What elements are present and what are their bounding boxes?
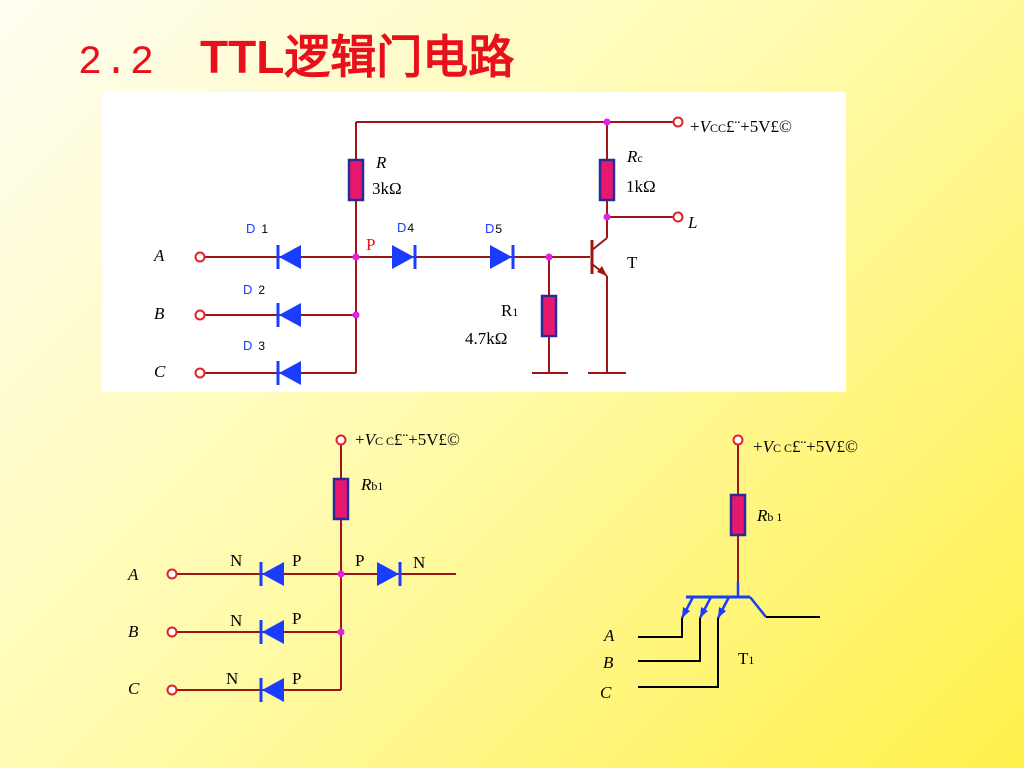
resistor-r xyxy=(347,158,365,202)
transistor-label: T xyxy=(627,253,638,272)
input-a-label: A xyxy=(127,565,139,584)
resistor-rb1 xyxy=(332,477,350,521)
input-a-label: A xyxy=(153,246,165,265)
diode-input-b xyxy=(259,618,286,646)
input-a-label: A xyxy=(603,626,615,645)
resistor-rc-label: Rc xyxy=(626,147,643,166)
emitter-arrow-icon xyxy=(597,266,607,276)
diode-input-a xyxy=(259,560,286,588)
vcc-label: +VC C£¨+5V£© xyxy=(355,430,460,449)
transistor-t1-label: T1 xyxy=(738,649,754,668)
vcc-label: +VCC£¨+5V£© xyxy=(690,117,792,136)
diode-d4 xyxy=(390,243,417,271)
junction-dot xyxy=(545,253,553,261)
input-terminal-a xyxy=(194,251,206,263)
resistor-r1-label: R1 xyxy=(501,301,518,320)
n-label: N xyxy=(413,553,425,572)
resistor-r-label: R xyxy=(375,153,387,172)
diode-d2 xyxy=(276,301,303,329)
input-b-label: B xyxy=(128,622,139,641)
input-b-label: B xyxy=(154,304,165,323)
input-terminal-b xyxy=(194,309,206,321)
resistor-r-value: 3kΩ xyxy=(372,179,402,198)
input-c-label: C xyxy=(600,683,612,702)
input-terminal-b xyxy=(166,626,178,638)
junction-dot xyxy=(352,311,360,319)
n-label: N xyxy=(230,611,242,630)
input-b-label: B xyxy=(603,653,614,672)
resistor-rb1-label: Rb 1 xyxy=(756,506,782,525)
n-label: N xyxy=(226,669,238,688)
diode-d3 xyxy=(276,359,303,387)
input-c-label: C xyxy=(128,679,140,698)
resistor-rc-value: 1kΩ xyxy=(626,177,656,196)
circuit-panel xyxy=(102,92,846,392)
resistor-rb1-label: Rb1 xyxy=(360,475,383,494)
resistor-r1 xyxy=(540,294,558,338)
vcc-terminal xyxy=(335,434,347,446)
diode-d1 xyxy=(276,243,303,271)
junction-dot xyxy=(337,570,345,578)
output-terminal xyxy=(672,211,684,223)
p-label: P xyxy=(292,609,301,628)
junction-dot xyxy=(603,118,611,126)
n-label: N xyxy=(230,551,242,570)
diode-output xyxy=(375,560,402,588)
resistor-r1-value: 4.7kΩ xyxy=(465,329,507,348)
diode-d4-label: D4 xyxy=(397,220,414,235)
resistor-rb1 xyxy=(729,493,747,537)
input-c-label: C xyxy=(154,362,166,381)
junction-dot xyxy=(603,213,611,221)
p-label: P xyxy=(292,669,301,688)
vcc-terminal xyxy=(672,116,684,128)
vcc-terminal xyxy=(732,434,744,446)
slide-title: 2.2 TTL逻辑门电路 xyxy=(78,34,514,84)
node-p-label: P xyxy=(366,235,375,254)
vcc-label: +VC C£¨+5V£© xyxy=(753,437,858,456)
diode-d5 xyxy=(488,243,515,271)
p-label: P xyxy=(292,551,301,570)
junction-dot xyxy=(352,253,360,261)
input-terminal-c xyxy=(166,684,178,696)
input-terminal-a xyxy=(166,568,178,580)
slide-number: 2.2 xyxy=(78,41,157,86)
slide-heading: TTL逻辑门电路 xyxy=(200,31,515,83)
junction-dot xyxy=(337,628,345,636)
diode-input-c xyxy=(259,676,286,704)
p-label: P xyxy=(355,551,364,570)
output-label: L xyxy=(687,213,697,232)
emitter-leads xyxy=(638,616,820,688)
input-terminal-c xyxy=(194,367,206,379)
resistor-rc xyxy=(598,158,616,202)
diode-d5-label: D5 xyxy=(485,221,502,236)
emitter-arrows xyxy=(682,607,726,618)
